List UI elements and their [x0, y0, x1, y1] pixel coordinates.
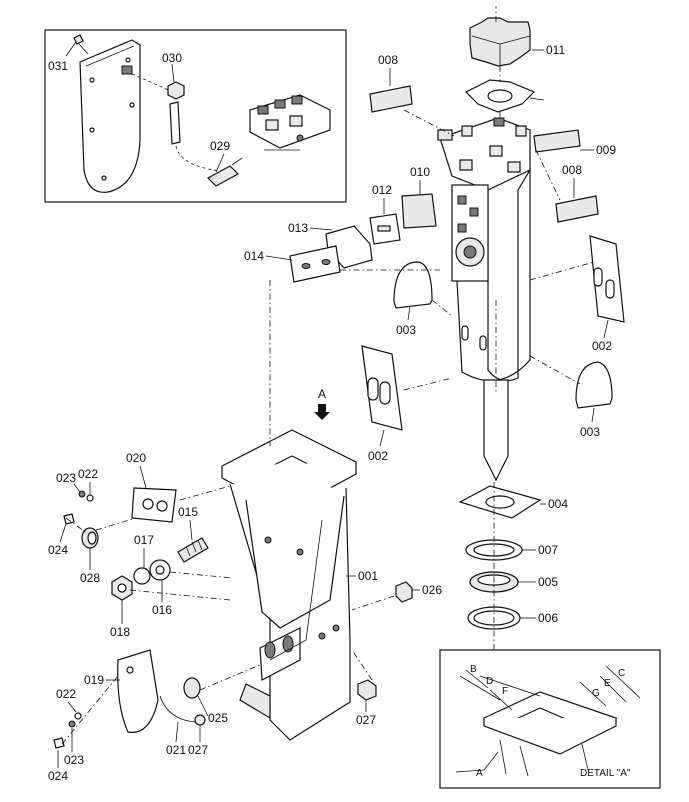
wear-plate-008a	[369, 85, 413, 113]
callout-018: 018	[110, 625, 130, 639]
callout-021: 021	[166, 743, 186, 757]
callout-027a: 027	[188, 743, 208, 757]
detail-a-box	[439, 649, 661, 789]
cylinder-assembly	[289, 17, 625, 650]
spring-015	[177, 537, 209, 563]
callout-010: 010	[410, 165, 430, 179]
nut-027b	[357, 679, 377, 701]
callout-030: 030	[162, 51, 182, 65]
callout-014: 014	[244, 249, 264, 263]
callout-001: 001	[358, 569, 378, 583]
callout-022a: 022	[78, 467, 98, 481]
detail-frame	[439, 649, 661, 789]
detail-dim-f: F	[502, 686, 508, 697]
callout-031: 031	[48, 59, 68, 73]
callout-024a: 024	[48, 543, 68, 557]
callout-019: 019	[84, 673, 104, 687]
detail-dim-c: C	[618, 668, 625, 679]
assembly-lines	[61, 6, 595, 745]
callout-012: 012	[372, 183, 392, 197]
callout-003b: 003	[580, 425, 600, 439]
callout-027b: 027	[356, 713, 376, 727]
callout-005: 005	[538, 575, 558, 589]
wedge-010	[401, 193, 437, 229]
pipe	[169, 101, 181, 145]
callout-026: 026	[422, 583, 442, 597]
callout-024b: 024	[48, 769, 68, 783]
plug-025	[183, 677, 201, 699]
chisel	[483, 379, 509, 482]
top-cap-011	[469, 17, 531, 67]
detail-dim-e: E	[604, 678, 611, 689]
shim-003b	[575, 361, 613, 409]
detail-title: DETAIL "A"	[580, 768, 631, 779]
valve-assembly-small	[249, 94, 331, 151]
callout-016: 016	[152, 603, 172, 617]
shim-003a	[393, 261, 433, 309]
left-small-parts	[53, 487, 413, 749]
detail-dim-a: A	[476, 768, 483, 779]
inset-hose-detail	[44, 29, 347, 203]
callout-025: 025	[208, 711, 228, 725]
view-arrow-a: A	[314, 387, 330, 420]
callout-006: 006	[538, 611, 558, 625]
bolt-024b	[53, 737, 65, 749]
callout-022b: 022	[56, 687, 76, 701]
inset-frame	[44, 29, 347, 203]
cover-019	[117, 649, 159, 733]
wear-plate-008b	[555, 195, 599, 223]
callout-013: 013	[288, 221, 308, 235]
callout-015: 015	[178, 505, 198, 519]
washer-017	[133, 567, 151, 585]
callout-020: 020	[126, 451, 146, 465]
callout-017: 017	[134, 533, 154, 547]
detail-dim-g: G	[592, 688, 600, 699]
plug-026	[395, 581, 413, 603]
callout-002b: 002	[592, 339, 612, 353]
callout-007: 007	[538, 543, 558, 557]
nut-027a	[194, 714, 206, 726]
callout-009: 009	[596, 143, 616, 157]
callout-023b: 023	[64, 753, 84, 767]
down-arrow-icon	[314, 404, 330, 420]
callout-004: 004	[548, 497, 568, 511]
side-plate-002b	[589, 235, 625, 323]
callout-008a: 008	[378, 53, 398, 67]
view-letter: A	[318, 387, 326, 401]
callout-023a: 023	[56, 471, 76, 485]
callout-008b: 008	[562, 163, 582, 177]
plate-014	[289, 245, 341, 283]
detail-dim-d: D	[486, 676, 493, 687]
detail-dim-b: B	[470, 664, 477, 675]
cover-plate	[79, 39, 141, 193]
connector-029	[207, 165, 239, 187]
callout-002a: 002	[368, 449, 388, 463]
wear-plate-009	[533, 129, 581, 153]
callout-029: 029	[210, 139, 230, 153]
plate-020	[131, 487, 177, 523]
callout-003a: 003	[396, 323, 416, 337]
callouts: 011 008 009 008 010 012 013 014 003 002 …	[48, 43, 631, 783]
clip-021	[159, 695, 197, 723]
bolt-024a	[63, 513, 75, 525]
fitting-030	[167, 81, 185, 100]
callout-028: 028	[80, 571, 100, 585]
callout-011: 011	[546, 43, 565, 57]
main-frame-001	[220, 429, 358, 741]
